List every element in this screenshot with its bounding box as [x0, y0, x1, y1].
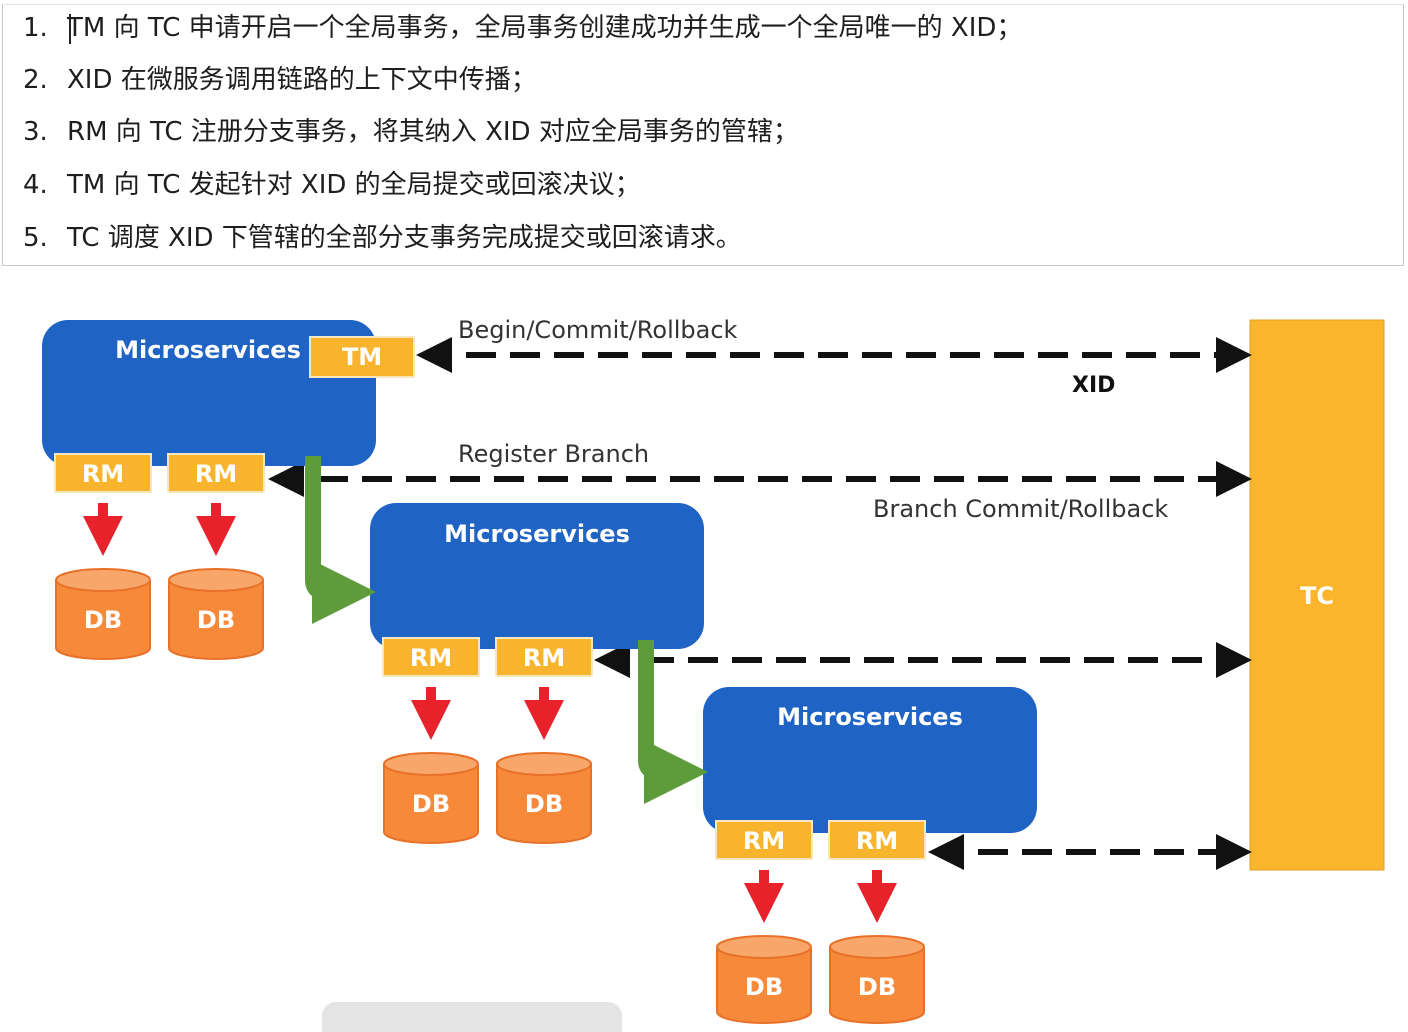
step-number: 2.: [23, 65, 48, 95]
step-text: TM 向 TC 发起针对 XID 的全局提交或回滚决议；: [67, 170, 641, 200]
steps-panel: 1. TM 向 TC 申请开启一个全局事务，全局事务创建成功并生成一个全局唯一的 …: [2, 4, 1404, 266]
step-item: 4. TM 向 TC 发起针对 XID 的全局提交或回滚决议；: [23, 168, 641, 202]
tc-box: [1249, 319, 1385, 871]
microservices-box-3: [703, 687, 1037, 833]
db-label: DB: [412, 790, 450, 818]
step-item: 1. TM 向 TC 申请开启一个全局事务，全局事务创建成功并生成一个全局唯一的 …: [23, 11, 1022, 45]
db-label: DB: [745, 973, 783, 1001]
rm-box: [382, 637, 480, 677]
db-cylinder: DB: [55, 568, 151, 660]
tm-box: [309, 336, 415, 378]
rm-box: [715, 820, 813, 860]
step-text: TC 调度 XID 下管辖的全部分支事务完成提交或回滚请求。: [67, 223, 742, 253]
tc-label: TC: [1300, 582, 1334, 610]
microservices-label: Microservices: [115, 336, 301, 364]
rm-label: RM: [82, 460, 124, 488]
db-cylinder: DB: [716, 935, 812, 1024]
db-label: DB: [525, 790, 563, 818]
horizontal-scrollbar[interactable]: [322, 1002, 622, 1032]
db-label: DB: [197, 606, 235, 634]
rm-label: RM: [856, 827, 898, 855]
call-arrow-2-to-3: [638, 640, 708, 804]
step-item: 5. TC 调度 XID 下管辖的全部分支事务完成提交或回滚请求。: [23, 221, 742, 255]
rm-label: RM: [523, 644, 565, 672]
branch-commit-rollback-label: Branch Commit/Rollback: [873, 495, 1168, 523]
db-cylinder: DB: [829, 935, 925, 1024]
db-cylinder: DB: [383, 752, 479, 844]
begin-commit-rollback-label: Begin/Commit/Rollback: [458, 316, 738, 344]
microservices-label: Microservices: [777, 703, 963, 731]
step-text: TM 向 TC 申请开启一个全局事务，全局事务创建成功并生成一个全局唯一的 XI…: [67, 13, 1023, 43]
db-cylinder: DB: [496, 752, 592, 844]
microservices-box-1: [42, 320, 376, 466]
rm-box: [495, 637, 593, 677]
step-number: 5.: [23, 223, 48, 253]
xid-label: XID: [1072, 373, 1115, 398]
rm-label: RM: [410, 644, 452, 672]
microservices-box-2: [370, 503, 704, 649]
rm-box: [54, 453, 152, 493]
db-label: DB: [84, 606, 122, 634]
microservices-label: Microservices: [444, 520, 630, 548]
step-number: 4.: [23, 170, 48, 200]
rm-box: [167, 453, 265, 493]
step-text: RM 向 TC 注册分支事务，将其纳入 XID 对应全局事务的管辖；: [67, 117, 799, 147]
step-number: 3.: [23, 117, 48, 147]
rm-label: RM: [195, 460, 237, 488]
call-arrow-1-to-2: [305, 456, 376, 624]
step-text: XID 在微服务调用链路的上下文中传播；: [67, 65, 537, 95]
step-item: 2. XID 在微服务调用链路的上下文中传播；: [23, 63, 537, 97]
tm-label: TM: [342, 343, 382, 371]
db-label: DB: [858, 973, 896, 1001]
rm-box: [828, 820, 926, 860]
rm-label: RM: [743, 827, 785, 855]
step-number: 1.: [23, 13, 48, 43]
register-branch-label: Register Branch: [458, 440, 649, 468]
step-item: 3. RM 向 TC 注册分支事务，将其纳入 XID 对应全局事务的管辖；: [23, 115, 799, 149]
text-cursor: [69, 14, 71, 44]
db-cylinder: DB: [168, 568, 264, 660]
